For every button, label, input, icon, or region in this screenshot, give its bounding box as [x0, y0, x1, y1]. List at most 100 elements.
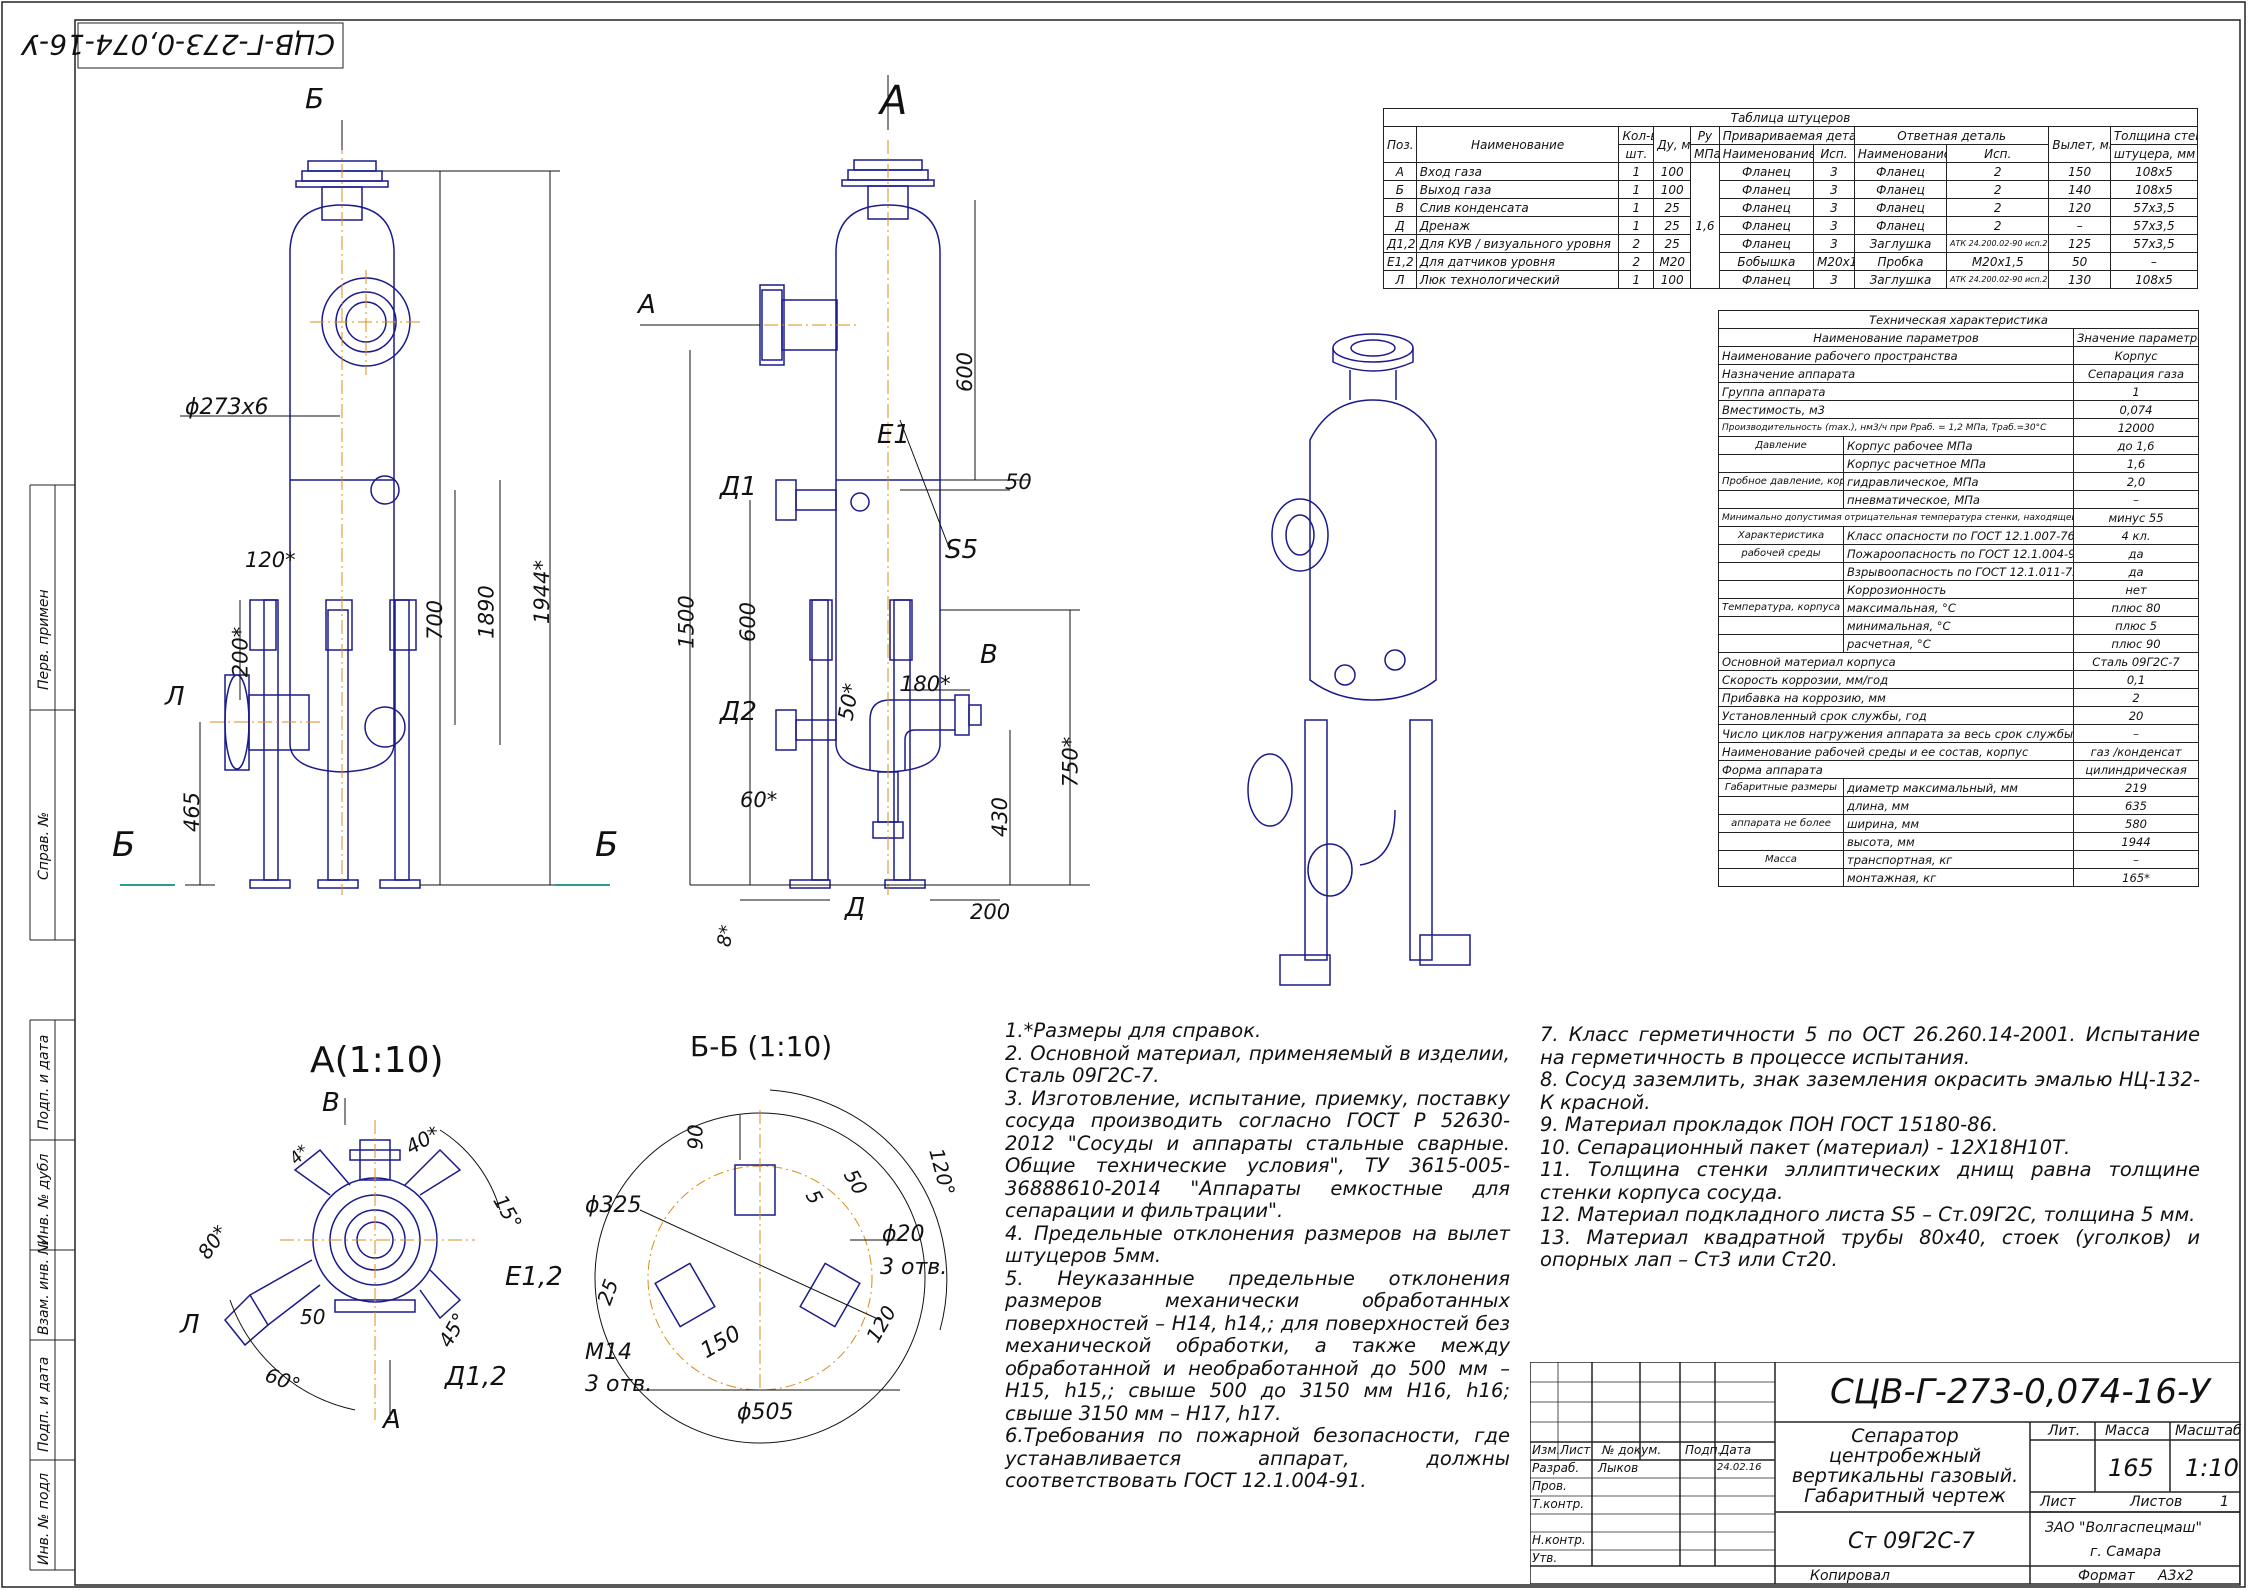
section-arrow-b-left: Б: [112, 825, 136, 865]
side-centerlines: [740, 140, 889, 895]
tech-name-cell: ширина, мм: [1843, 814, 2074, 833]
tech-table: Техническая характеристика Наименование …: [1717, 310, 2200, 887]
tech-table-row: Пробное давление, корпусгидравлическое, …: [1718, 472, 2200, 491]
tech-value-cell: 0,1: [2072, 670, 2200, 689]
notes-right: 7. Класс герметичности 5 по ОСТ 26.260.1…: [1540, 1023, 2200, 1272]
tech-name-cell: Вместимость, м3: [1718, 400, 2074, 419]
nozzle-table-cell: 25: [1653, 216, 1692, 235]
nozzle-table-cell: АТК 24.200.02-90 исп.2: [1946, 234, 2050, 253]
stamp-org2: г. Самара: [2090, 1544, 2162, 1560]
nozzle-table-cell: М20х1,5: [1946, 252, 2050, 271]
title-block: СЦВ-Г-273-0,074-16-У Сепаратор центробеж…: [1530, 1362, 2242, 1584]
view-a-e12: Е1,2: [505, 1262, 563, 1292]
stamp-r-name: Лыков: [1598, 1461, 1639, 1475]
nt-h-name: Наименование: [1415, 126, 1620, 163]
nozzle-table-cell: 100: [1653, 162, 1692, 181]
nt-h-weld: Привариваемая деталь: [1718, 126, 1855, 145]
tech-group-cell: Пробное давление, корпус: [1718, 472, 1844, 491]
nozzle-table-title: Таблица штуцеров: [1383, 108, 2198, 127]
nozzle-table-cell: 130: [2048, 270, 2111, 289]
tech-group-cell: [1718, 454, 1844, 473]
tech-name-cell: высота, мм: [1843, 832, 2074, 851]
tech-h-param: Наименование параметров: [1718, 328, 2074, 347]
drawing-frame: [74, 19, 2241, 1586]
view-a-arrow-label: А: [880, 78, 908, 124]
nozzle-table-cell: 100: [1653, 180, 1692, 199]
tech-value-cell: –: [2072, 490, 2200, 509]
tech-group-cell: Габаритные размеры: [1718, 778, 1844, 797]
tech-value-cell: 580: [2072, 814, 2200, 833]
dim-200: 200*: [228, 626, 253, 678]
nozzle-table-cell: Фланец: [1718, 180, 1814, 199]
dim-120: 120*: [245, 548, 296, 572]
tech-group-cell: [1718, 796, 1844, 815]
view-a-a: А: [383, 1405, 401, 1435]
tech-value-cell: Корпус: [2072, 346, 2200, 365]
tech-name-cell: Группа аппарата: [1718, 382, 2074, 401]
nozzle-table-cell: Пробка: [1853, 252, 1948, 271]
nozzle-table-cell: Слив конденсата: [1415, 198, 1620, 217]
nt-h-du: Ду, мм: [1653, 126, 1692, 163]
nozzle-table: Таблица штуцеров Поз. Наименование Кол-в…: [1383, 108, 2199, 289]
nozzle-table-cell: 57х3,5: [2109, 216, 2199, 235]
stamp-format: Формат: [2078, 1568, 2135, 1584]
nozzle-table-cell: 120: [2048, 198, 2111, 217]
tech-group-cell: [1718, 580, 1844, 599]
stamp-mass: 165: [2108, 1454, 2154, 1482]
view-a-v: В: [322, 1088, 340, 1118]
nt-h-ru2: МПа: [1690, 144, 1720, 163]
nozzle-table-cell: 108х5: [2109, 180, 2199, 199]
nozzle-table-cell: 25: [1653, 234, 1692, 253]
tech-value-cell: 0,074: [2072, 400, 2200, 419]
front-centerlines: [210, 140, 420, 895]
tech-group-cell: Температура, корпуса: [1718, 598, 1844, 617]
nozzle-table-cell: 50: [2048, 252, 2111, 271]
nt-h-reach: Вылет, мм: [2048, 126, 2111, 163]
tech-value-cell: плюс 5: [2072, 616, 2200, 635]
nozzle-table-cell: Е1,2: [1383, 252, 1417, 271]
nozzle-d2-label: Д2: [720, 697, 757, 727]
tech-table-row: Минимально допустимая отрицательная темп…: [1718, 508, 2200, 527]
tech-group-cell: [1718, 868, 1844, 887]
stamp-h-mass: Масса: [2105, 1423, 2150, 1439]
tech-group-cell: рабочей среды: [1718, 544, 1844, 563]
tech-value-cell: 219: [2072, 778, 2200, 797]
nozzle-table-cell: 1: [1618, 162, 1655, 181]
section-bb-title: Б-Б (1:10): [690, 1030, 833, 1063]
nozzle-table-cell: Фланец: [1853, 198, 1948, 217]
nozzle-table-cell: 108х5: [2109, 270, 2199, 289]
nozzle-table-cell: 1: [1618, 270, 1655, 289]
tech-group-cell: [1718, 832, 1844, 851]
nt-h-qty2: шт.: [1618, 144, 1655, 163]
view-a-dim-50: 50: [300, 1305, 326, 1329]
nozzle-table-cell: Б: [1383, 180, 1417, 199]
tech-name-cell: Минимально допустимая отрицательная темп…: [1718, 508, 2074, 527]
note-item: 9. Материал прокладок ПОН ГОСТ 15180-86.: [1540, 1113, 1999, 1136]
stamp-code: СЦВ-Г-273-0,074-16-У: [1830, 1372, 2210, 1412]
stamp-sheets: Листов: [2130, 1494, 2183, 1510]
rotated-doc-code: СЦВ-Г-273-0,074-16-У: [22, 28, 335, 61]
nozzle-table-cell: АТК 24.200.02-90 исп.2: [1946, 270, 2050, 289]
stamp-title-line1: Сепаратор центробежный: [1828, 1425, 1982, 1467]
bb-d20: ϕ20: [882, 1222, 925, 1247]
nozzle-table-cell: Фланец: [1718, 162, 1814, 181]
tech-name-cell: Назначение аппарата: [1718, 364, 2074, 383]
dim-50: 50: [1005, 470, 1032, 494]
tech-value-cell: Сепарация газа: [2072, 364, 2200, 383]
nozzle-table-cell: –: [2048, 216, 2111, 235]
note-item: 10. Сепарационный пакет (материал) - 12Х…: [1540, 1135, 2071, 1159]
nozzle-table-cell: 2: [1946, 162, 2050, 181]
isometric-view: [1247, 333, 1471, 986]
